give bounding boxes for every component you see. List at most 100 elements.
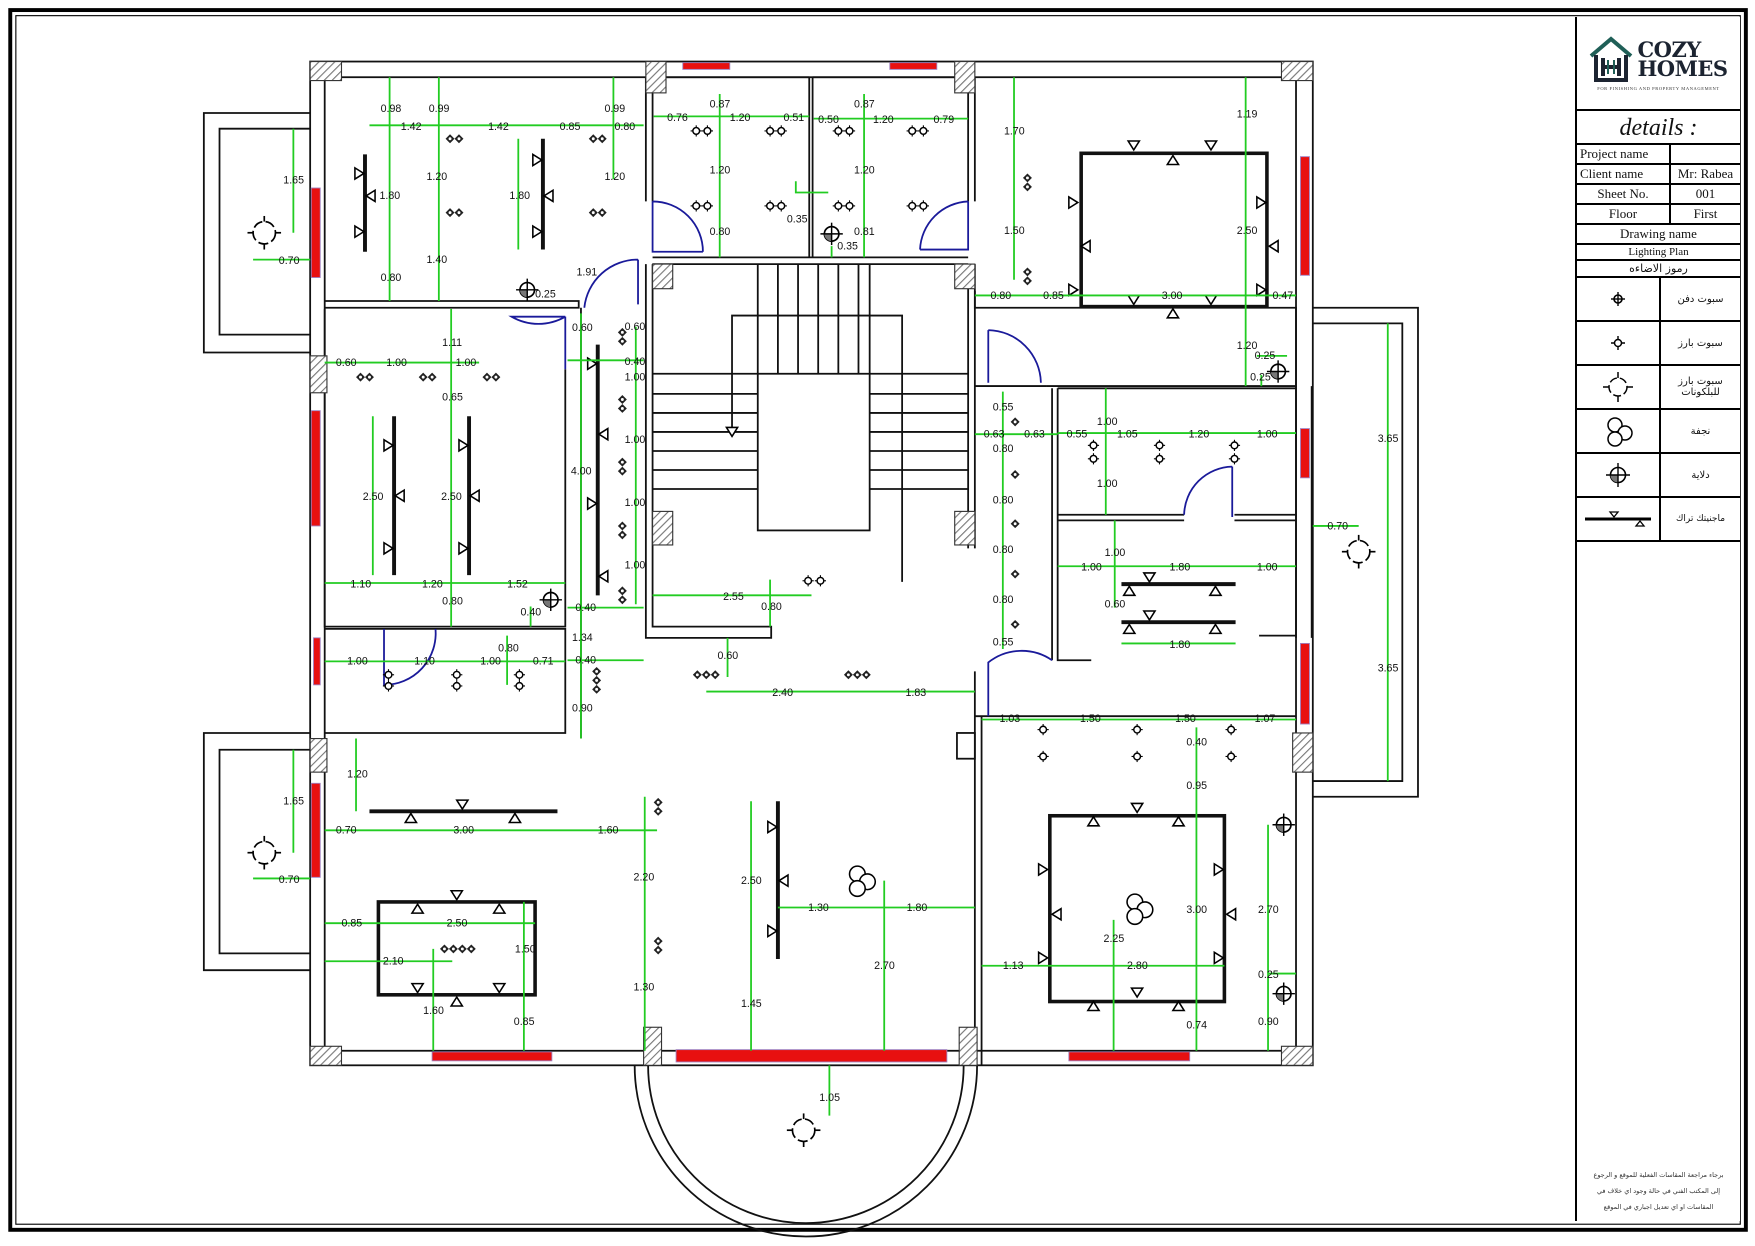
svg-text:1.20: 1.20 [422,578,443,590]
svg-text:1.00: 1.00 [625,497,646,509]
legend-heading: رموز الاضاءه [1577,261,1740,278]
magnetic-tracks [363,138,1236,960]
svg-text:0.47: 0.47 [1273,290,1294,302]
svg-text:1.00: 1.00 [347,656,368,668]
svg-text:1.60: 1.60 [598,825,619,837]
svg-text:1.19: 1.19 [1237,108,1258,120]
svg-text:3.65: 3.65 [1378,433,1399,445]
svg-text:2.50: 2.50 [741,875,762,887]
svg-text:1.20: 1.20 [427,171,448,183]
field-value: Mr: Rabea [1677,166,1734,181]
svg-text:0.80: 0.80 [993,495,1014,507]
svg-text:1.20: 1.20 [1237,340,1258,352]
svg-text:0.80: 0.80 [761,601,782,613]
house-logo-icon [1590,35,1633,82]
svg-text:3.00: 3.00 [1186,904,1207,916]
svg-text:2.25: 2.25 [1104,933,1125,945]
logo-word-1: COZY [1637,36,1701,62]
chandelier-icon [1607,417,1633,447]
svg-text:0.60: 0.60 [572,322,593,334]
svg-text:0.81: 0.81 [854,226,875,238]
svg-text:1.00: 1.00 [480,656,501,668]
svg-text:0.95: 0.95 [1186,780,1207,792]
recessed-spot-icon [1611,292,1625,306]
company-logo: COZY HOMES FOR FINISHING AND PROPERTY MA… [1577,17,1740,111]
svg-text:1.00: 1.00 [625,371,646,383]
svg-text:0.60: 0.60 [625,321,646,333]
svg-text:0.80: 0.80 [381,272,402,284]
svg-text:2.50: 2.50 [441,491,462,503]
svg-text:0.63: 0.63 [984,429,1005,441]
logo-word-2: HOMES [1637,55,1728,81]
legend-label: نجفة [1690,425,1711,437]
svg-text:1.11: 1.11 [442,337,462,349]
site-verification-note: برجاء مراجعة المقاسات الفعلية للموقع و ا… [1577,1167,1740,1215]
svg-text:1.10: 1.10 [414,656,435,668]
svg-text:1.60: 1.60 [423,1005,444,1017]
svg-text:0.99: 0.99 [429,103,450,115]
svg-text:1.20: 1.20 [1189,429,1210,441]
svg-text:0.40: 0.40 [575,602,596,614]
svg-text:0.80: 0.80 [498,642,519,654]
svg-text:0.25: 0.25 [1255,350,1276,362]
svg-text:1.00: 1.00 [625,559,646,571]
svg-text:1.20: 1.20 [710,164,731,176]
pendant-icon [1606,463,1630,487]
svg-text:3.00: 3.00 [453,825,474,837]
svg-text:0.80: 0.80 [710,226,731,238]
svg-text:0.90: 0.90 [1258,1016,1279,1028]
svg-text:1.13: 1.13 [1003,960,1024,972]
magnetic-track-icon [1585,511,1651,527]
svg-text:1.50: 1.50 [1004,225,1025,237]
svg-text:1.91: 1.91 [576,266,597,278]
field-label: Sheet No. [1577,185,1671,203]
legend-recessed-spot: سبوت دفن [1577,278,1740,322]
legend-label: سبوت دفن [1677,293,1724,305]
svg-text:0.55: 0.55 [1067,429,1088,441]
legend-magnetic-track: ماجنيتك تراك [1577,498,1740,542]
svg-text:0.98: 0.98 [381,103,402,115]
svg-text:0.71: 0.71 [533,656,554,668]
svg-text:0.70: 0.70 [279,255,300,267]
svg-text:0.85: 0.85 [560,121,581,133]
svg-text:0.40: 0.40 [625,356,646,368]
svg-text:1.00: 1.00 [456,357,477,369]
svg-text:1.80: 1.80 [1170,562,1191,574]
svg-text:1.00: 1.00 [1257,429,1278,441]
svg-text:1.80: 1.80 [380,190,401,202]
svg-text:2.10: 2.10 [383,956,404,968]
svg-text:2.80: 2.80 [1127,960,1148,972]
svg-text:1.34: 1.34 [572,632,593,644]
svg-text:0.80: 0.80 [615,121,636,133]
svg-text:1.05: 1.05 [819,1092,840,1104]
field-value: First [1693,206,1718,221]
svg-text:1.07: 1.07 [1255,713,1276,725]
legend-label: سبوت بارز [1678,337,1723,349]
svg-text:1.30: 1.30 [634,981,655,993]
magnetic-track-frames [376,151,1269,1004]
title-block: COZY HOMES FOR FINISHING AND PROPERTY MA… [1575,17,1740,1221]
legend-chandelier: نجفة [1577,410,1740,454]
svg-text:0.85: 0.85 [341,918,362,930]
svg-text:1.80: 1.80 [1170,639,1191,651]
svg-text:2.70: 2.70 [874,960,895,972]
svg-text:3.00: 3.00 [1162,290,1183,302]
svg-text:1.10: 1.10 [350,578,371,590]
field-value: 001 [1695,186,1716,201]
legend-label: سبوت بارز للبلكونات [1678,376,1723,398]
svg-text:1.03: 1.03 [999,713,1020,725]
svg-text:1.20: 1.20 [604,171,625,183]
svg-text:0.90: 0.90 [572,703,593,715]
svg-text:0.99: 0.99 [604,103,625,115]
svg-text:0.76: 0.76 [667,112,688,124]
note-line: المقاسات او اي تعديل اجباري في الموقع [1603,1203,1714,1211]
svg-text:0.85: 0.85 [514,1016,535,1028]
svg-text:0.60: 0.60 [1105,599,1126,611]
svg-text:0.25: 0.25 [1258,969,1279,981]
columns [309,60,1314,1066]
svg-text:0.79: 0.79 [933,114,954,126]
svg-text:1.80: 1.80 [509,190,530,202]
details-heading: details : [1577,111,1740,145]
